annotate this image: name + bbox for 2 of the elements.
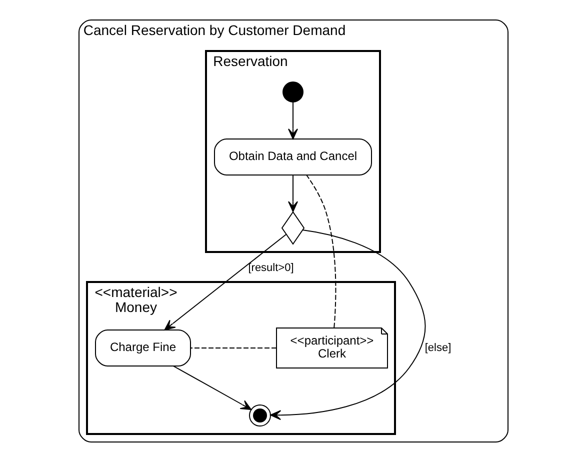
edge-label: [else] [424,342,452,354]
edge-label: [result>0] [248,262,294,274]
